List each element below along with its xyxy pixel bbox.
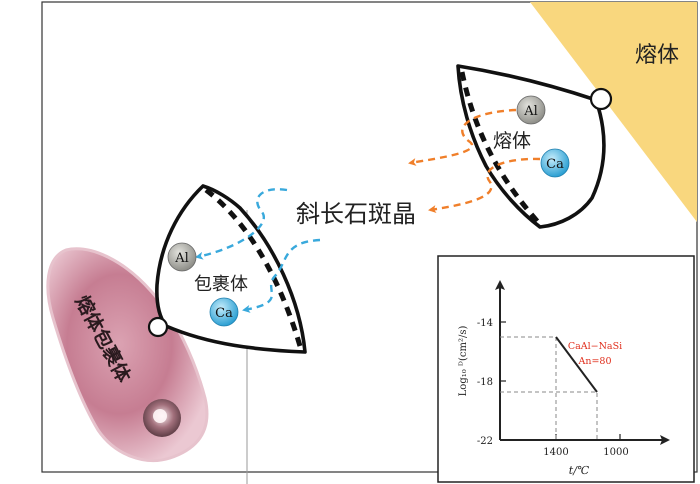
plagioclase-label: 斜长石斑晶 (296, 200, 416, 228)
inset-annotation-an: An=80 (577, 356, 611, 367)
al-ion-inclusion-label: Al (174, 251, 189, 266)
ca-ion-melt-label: Ca (546, 157, 564, 172)
ca-ion-melt: Ca (541, 149, 569, 177)
al-ion-melt: Al (517, 96, 545, 124)
ca-ion-inclusion: Ca (210, 298, 238, 326)
inset-y-tick-mid: -18 (477, 377, 493, 388)
melt-corner-label: 熔体 (635, 43, 679, 68)
ca-ion-inclusion-label: Ca (215, 306, 233, 321)
al-ion-inclusion: Al (168, 243, 196, 271)
inset-x-axis-label: t/℃ (569, 464, 590, 477)
al-ion-melt-label: Al (523, 104, 538, 119)
melt-contact-circle (591, 89, 611, 109)
inclusion-contact-circle (149, 318, 167, 336)
inset-annotation-exchange: CaAl−NaSi (568, 341, 622, 352)
diffusion-inset: -14 -18 -22 1400 1000 t/℃ Log₁₀ ᴰ(cm²/s)… (438, 256, 694, 482)
melt-inside-label: 熔体 (493, 130, 531, 152)
inclusion-label: 包裹体 (194, 274, 248, 295)
inset-x-tick-1000: 1000 (603, 447, 628, 458)
inset-x-tick-1400: 1400 (543, 447, 568, 458)
inset-y-tick-bottom: -22 (477, 436, 493, 447)
inset-y-tick-top: -14 (477, 318, 493, 329)
inset-y-axis-label: Log₁₀ ᴰ(cm²/s) (458, 326, 469, 397)
